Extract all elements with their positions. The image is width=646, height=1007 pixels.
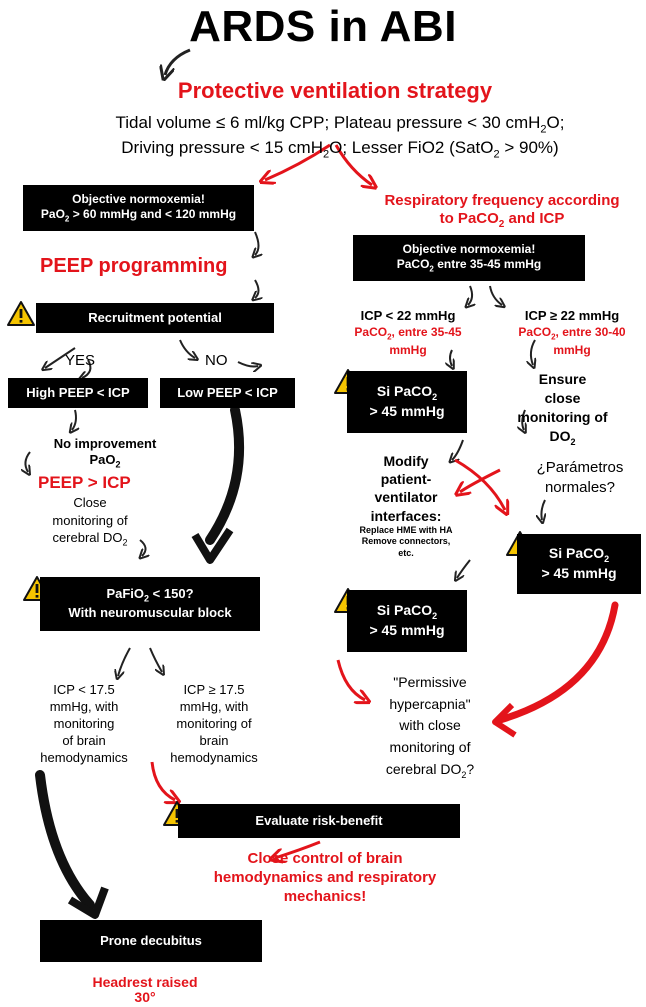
permissive-hypercapnia-text: "Permissive hypercapnia" with close moni…: [385, 674, 475, 780]
curved-arrow-icon: [237, 361, 258, 367]
si-paco2-box-1: Si PaCO2 > 45 mmHg: [347, 371, 467, 433]
curved-arrow-icon: [82, 359, 92, 378]
no-improvement-text: No improvement PaO2: [53, 436, 157, 470]
yes-label: YES: [65, 352, 96, 369]
icp-high-text: ICP ≥ 17.5 mmHg, with monitoring of brai…: [170, 682, 258, 765]
curved-arrow-icon: [25, 451, 30, 472]
curved-arrow-icon: [205, 405, 245, 545]
warning-icon: [7, 301, 35, 326]
icp-low-text: ICP < 17.5 mmHg, with monitoring of brai…: [40, 682, 128, 765]
icp-lt22-block: ICP < 22 mmHg PaCO2, entre 35-45 mmHg: [354, 308, 462, 357]
si-paco2-box-3: Si PaCO2 > 45 mmHg: [517, 534, 641, 594]
parametros-text: ¿Parámetros normales?: [536, 459, 624, 496]
curved-arrow-icon: [45, 347, 76, 368]
left-normoxemia-box: Objective normoxemia! PaO2 > 60 mmHg and…: [23, 185, 254, 231]
recruitment-potential-box: Recruitment potential: [36, 303, 274, 333]
curved-arrow-icon: [468, 285, 472, 305]
modify-interfaces-text: Modify patient- ventilator interfaces: R…: [359, 453, 453, 559]
curved-arrow-icon: [165, 48, 191, 75]
evaluate-risk-box: Evaluate risk-benefit: [178, 804, 460, 838]
curved-arrow-icon: [140, 539, 146, 556]
curved-arrow-icon: [531, 339, 535, 365]
curved-arrow-icon: [149, 647, 162, 672]
curved-arrow-icon: [457, 559, 471, 578]
curved-arrow-icon: [255, 279, 259, 298]
peep-gt-icp: PEEP > ICP: [38, 473, 131, 492]
curved-arrow-icon: [541, 499, 545, 520]
prone-decubitus-box: Prone decubitus: [40, 920, 262, 962]
curved-arrow-icon: [496, 601, 619, 724]
headrest-text: Headrest raised 30°: [92, 974, 198, 1006]
high-peep-box: High PEEP < ICP: [8, 378, 148, 408]
curved-arrow-icon: [450, 349, 452, 366]
curved-arrow-icon: [255, 231, 259, 255]
page-title: ARDS in ABI: [189, 2, 457, 51]
curved-arrow-icon: [179, 339, 195, 358]
no-label: NO: [205, 352, 228, 369]
pafio2-box: PaFiO2 < 150? With neuromuscular block: [40, 577, 260, 631]
curved-arrow-icon: [72, 409, 76, 430]
curved-arrow-icon: [336, 659, 365, 700]
curved-arrow-icon: [452, 439, 464, 460]
close-control-text: Close control of brain hemodynamics and …: [213, 850, 437, 905]
si-paco2-box-2: Si PaCO2 > 45 mmHg: [347, 590, 467, 652]
curved-arrow-icon: [489, 285, 502, 305]
strategy-heading: Protective ventilation strategy: [177, 78, 493, 103]
curved-arrow-icon: [118, 647, 131, 676]
close-monitoring-text: Close monitoring of cerebral DO2: [52, 495, 128, 548]
peep-heading: PEEP programming: [40, 255, 228, 277]
curved-arrow-icon: [334, 144, 372, 185]
curved-arrow-icon: [454, 458, 505, 510]
curved-arrow-icon: [150, 761, 175, 800]
ensure-monitoring-text: Ensure close monitoring of DO2: [517, 371, 608, 447]
right-normoxemia-box: Objective normoxemia! PaCO2 entre 35-45 …: [353, 235, 585, 281]
strategy-text: Tidal volume ≤ 6 ml/kg CPP; Plateau pres…: [115, 113, 565, 161]
icp-ge22-block: ICP ≥ 22 mmHg PaCO2, entre 30-40 mmHg: [518, 308, 626, 357]
curved-arrow-icon: [265, 143, 331, 180]
resp-frequency-heading: Respiratory frequency according to PaCO2…: [384, 192, 620, 230]
low-peep-box: Low PEEP < ICP: [160, 378, 295, 408]
curved-arrow-icon: [35, 770, 95, 910]
curved-arrow-icon: [460, 468, 501, 492]
curved-arrow-icon: [522, 409, 525, 430]
curved-arrow-icon: [275, 840, 321, 858]
